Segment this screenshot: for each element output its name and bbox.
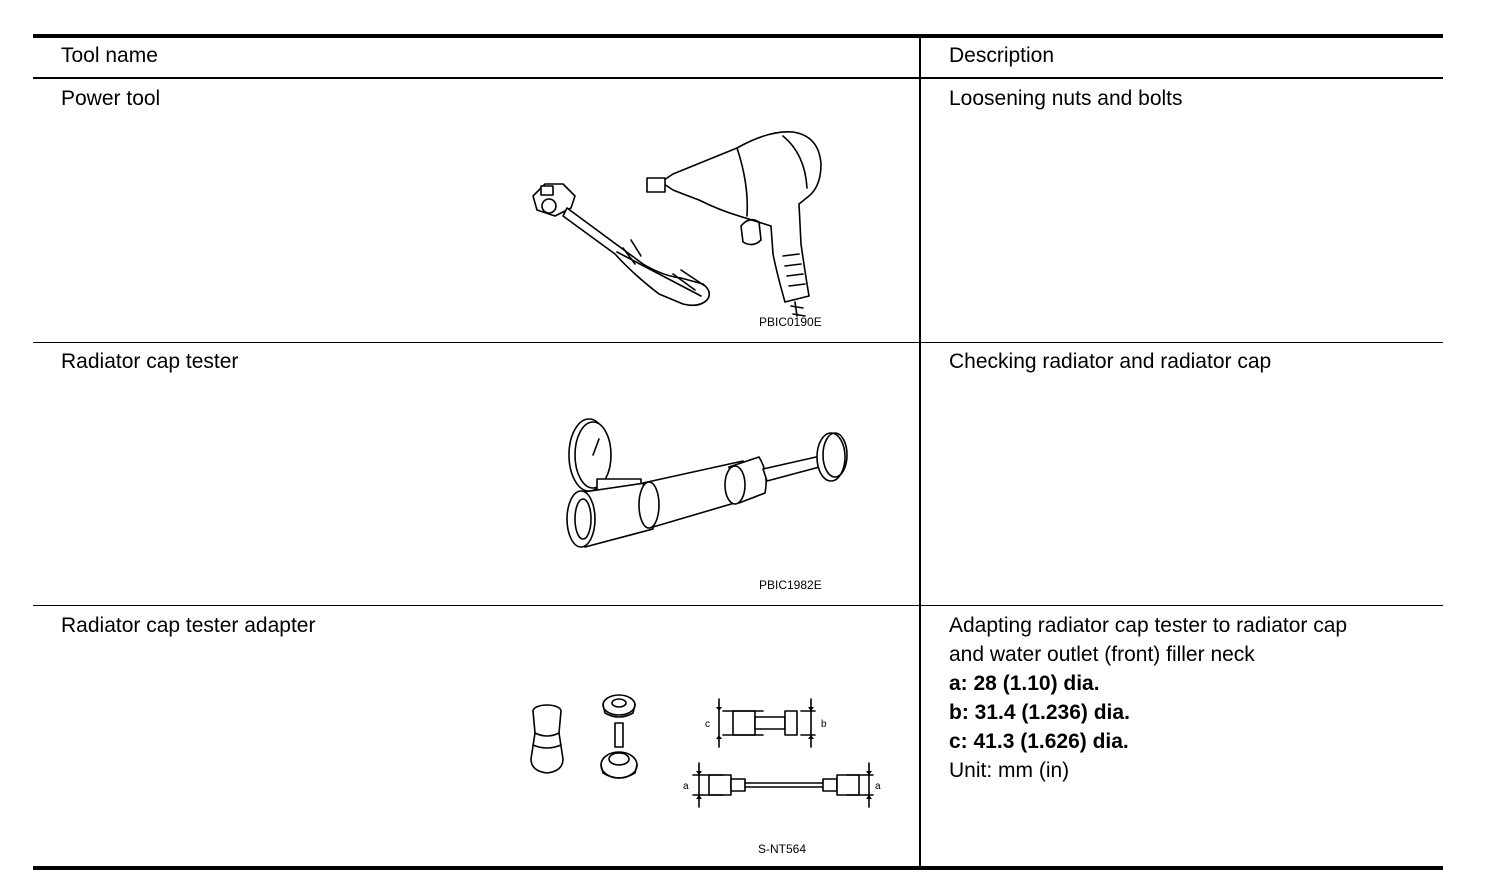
label-b: b — [821, 719, 827, 730]
impact-wrench-icon — [646, 131, 822, 317]
radiator-cap-tester-adapter-illustration: c b a a — [530, 694, 881, 808]
adapter-sleeve-icon — [530, 704, 564, 774]
adapter-cap-icon — [600, 694, 638, 779]
row-2-tool-name: Radiator cap tester — [61, 350, 239, 373]
column-divider — [919, 34, 921, 870]
label-c: c — [705, 719, 710, 730]
power-tools-illustration — [532, 131, 822, 317]
row-1-tool-name: Power tool — [61, 87, 161, 110]
row-1-figure-code: PBIC0190E — [759, 315, 822, 329]
air-ratchet-icon — [532, 183, 711, 307]
adapter-dimension-drawing-lower: a a — [683, 762, 881, 808]
row-3-description-line-1: Adapting radiator cap tester to radiator… — [949, 614, 1348, 637]
header-tool-name: Tool name — [61, 44, 158, 67]
spec-b: b: 31.4 (1.236) dia. — [949, 701, 1130, 724]
spec-a: a: 28 (1.10) dia. — [949, 672, 1100, 695]
radiator-cap-tester-illustration — [566, 418, 848, 548]
row-divider — [33, 605, 1443, 606]
row-2-description: Checking radiator and radiator cap — [949, 350, 1272, 373]
row-2-figure-code: PBIC1982E — [759, 578, 822, 592]
header-description: Description — [949, 44, 1055, 67]
label-a-left: a — [683, 781, 689, 792]
header-rule — [33, 77, 1443, 79]
label-a-right: a — [875, 781, 881, 792]
row-1-description: Loosening nuts and bolts — [949, 87, 1183, 110]
spec-c: c: 41.3 (1.626) dia. — [949, 730, 1129, 753]
table-top-rule — [33, 34, 1443, 38]
table-bottom-rule — [33, 866, 1443, 870]
row-3-figure-code: S-NT564 — [758, 842, 807, 856]
row-divider — [33, 342, 1443, 343]
unit-note: Unit: mm (in) — [949, 759, 1070, 782]
row-3-description-line-2: and water outlet (front) filler neck — [949, 643, 1255, 666]
row-3-tool-name: Radiator cap tester adapter — [61, 614, 316, 637]
adapter-dimension-drawing-upper: c b — [705, 698, 827, 748]
